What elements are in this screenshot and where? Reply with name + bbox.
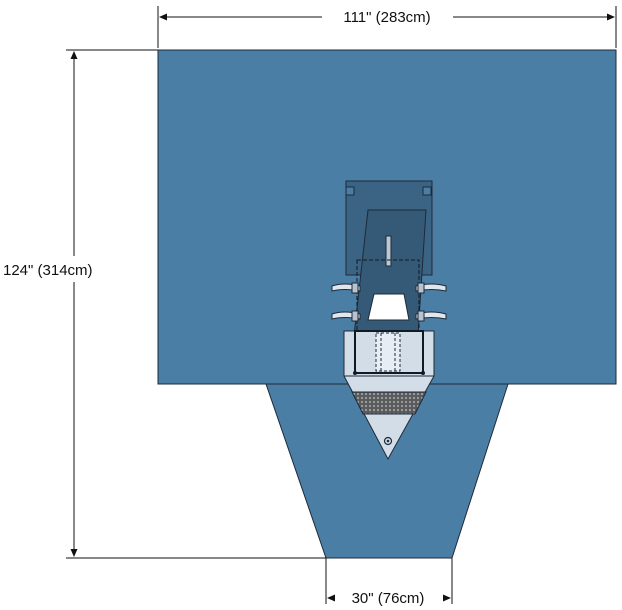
fenestration-opening bbox=[367, 293, 410, 321]
arrowhead-left-icon bbox=[159, 13, 167, 21]
pouch-slot bbox=[375, 332, 401, 372]
dimension-bottom: 30" (76cm) bbox=[325, 558, 453, 607]
tube-connector bbox=[385, 235, 392, 267]
dimension-left: 124" (314cm) bbox=[3, 49, 326, 559]
arrowhead-left-bottom-icon bbox=[327, 594, 335, 602]
strap-buckle-right-lower bbox=[417, 310, 425, 322]
bottom-width-label: 30" (76cm) bbox=[352, 590, 425, 607]
arrowhead-down-icon bbox=[70, 549, 78, 557]
drain-port-center bbox=[386, 439, 390, 443]
strap-buckle-left-upper bbox=[351, 282, 359, 294]
pouch-mesh-band bbox=[351, 391, 427, 415]
pouch-inner-frame bbox=[354, 330, 424, 374]
dimension-top: 111" (283cm) bbox=[157, 6, 617, 48]
strap-buckle-right-upper bbox=[417, 282, 425, 294]
panel-corner-tab-left bbox=[345, 186, 355, 196]
pouch-rivet-right bbox=[421, 371, 425, 375]
strap-buckle-left-lower bbox=[351, 310, 359, 322]
arrowhead-up-icon bbox=[70, 51, 78, 59]
height-label: 124" (314cm) bbox=[3, 262, 93, 279]
width-label: 111" (283cm) bbox=[343, 9, 430, 26]
pouch-rivet-left bbox=[353, 371, 357, 375]
arrowhead-right-bottom-icon bbox=[443, 594, 451, 602]
panel-corner-tab-right bbox=[422, 186, 432, 196]
arrowhead-right-icon bbox=[607, 13, 615, 21]
